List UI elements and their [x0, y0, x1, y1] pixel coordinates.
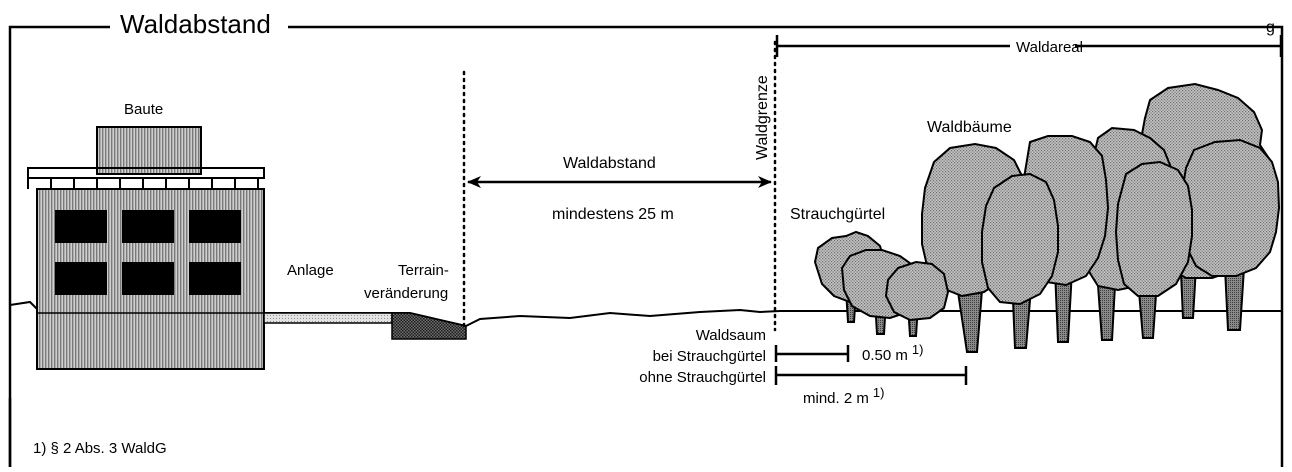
label-waldsaum: Waldsaum	[696, 327, 766, 344]
label-mind-2m-value: mind. 2 m	[803, 390, 869, 407]
label-waldgrenze: Waldgrenze	[754, 75, 771, 160]
waldsaum-measure-2m	[774, 366, 968, 385]
building	[27, 126, 265, 370]
tree-trunk	[1011, 299, 1032, 349]
label-050m-sup: 1)	[912, 342, 924, 357]
corner-mark: g	[1266, 19, 1275, 36]
tree-crown	[1181, 138, 1281, 277]
label-terrain-1: Terrain-	[398, 262, 449, 279]
label-terrain-2: veränderung	[364, 285, 448, 302]
label-baute: Baute	[124, 101, 163, 118]
diagram-title: Waldabstand	[120, 9, 271, 39]
tree-trunk	[956, 288, 984, 353]
shrub	[884, 260, 950, 322]
label-waldbaeume: Waldbäume	[927, 119, 1012, 136]
footnote: 1) § 2 Abs. 3 WaldG	[33, 440, 167, 457]
label-050m-value: 0.50 m	[862, 347, 908, 364]
label-strauchguertel: Strauchgürtel	[790, 206, 885, 223]
label-050m: 0.50 m 1)	[862, 342, 923, 364]
tree-crown	[1114, 160, 1193, 297]
forest-trees	[813, 82, 1281, 353]
label-waldabstand: Waldabstand	[563, 155, 656, 172]
label-mindestens: mindestens 25 m	[552, 206, 674, 223]
waldsaum-measure-050	[774, 345, 850, 362]
label-waldareal: Waldareal	[1016, 39, 1083, 56]
label-mind-2m: mind. 2 m 1)	[803, 385, 884, 407]
roof-railing	[27, 167, 265, 189]
tree-trunk	[1223, 267, 1246, 331]
waldareal-bracket	[775, 35, 1283, 57]
frame	[8, 25, 1284, 467]
anlage-surface	[263, 312, 393, 324]
tree-trunk	[1096, 284, 1117, 341]
label-mind-2m-sup: 1)	[873, 385, 885, 400]
label-ohne-strauchguertel: ohne Strauchgürtel	[639, 369, 766, 386]
tree-crown	[981, 172, 1059, 306]
terrain-change	[391, 312, 467, 340]
building-windows	[55, 210, 241, 295]
building-roof-structure	[96, 126, 202, 175]
label-bei-strauchguertel: bei Strauchgürtel	[653, 348, 766, 365]
label-anlage: Anlage	[287, 262, 334, 279]
